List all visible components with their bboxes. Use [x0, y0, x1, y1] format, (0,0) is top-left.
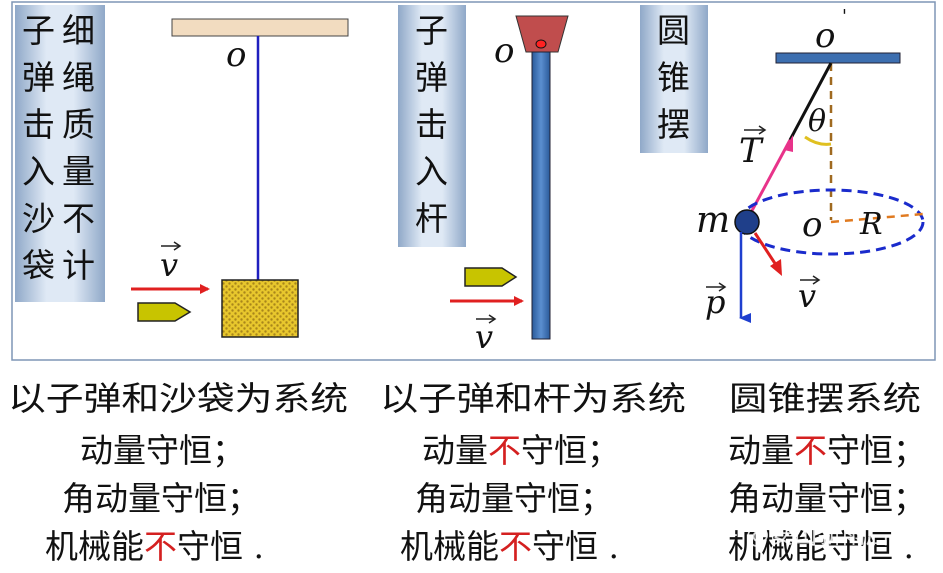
caption1-line1: 以子弹和沙袋为系统	[8, 379, 348, 418]
caption1-line3: 角动量守恒；	[62, 479, 260, 518]
label1-c2-5: 计	[62, 246, 95, 285]
pendulum-string	[788, 62, 833, 141]
tension-arrowhead	[784, 135, 793, 152]
angle-arc	[804, 135, 832, 146]
panel-bullet-sandbag: 子 弹 击 入 沙 袋 细 绳 质 量 不 计 o v	[15, 5, 349, 338]
caption3-line2: 动量不守恒；	[728, 431, 926, 470]
label3-2: 摆	[657, 105, 690, 144]
label1-c1-2: 击	[22, 105, 55, 144]
label1-c2-4: 不	[62, 199, 95, 238]
label-box-1	[15, 5, 105, 302]
orbit-ellipse	[737, 188, 925, 256]
label-box-2	[398, 5, 466, 247]
label3-1: 锥	[657, 58, 690, 97]
caption-column-2: 以子弹和杆为系统 动量不守恒； 角动量守恒； 机械能不守恒 .	[380, 379, 686, 566]
tension-T: T	[739, 131, 764, 171]
vector-bar-tip-v3	[812, 275, 821, 285]
top-pivot-o: o	[815, 16, 835, 56]
velocity-vector-3	[753, 232, 780, 269]
label1-c1-0: 子	[22, 11, 55, 50]
radius-line	[830, 212, 924, 224]
rod	[531, 51, 551, 340]
panel-conical-pendulum: 圆 锥 摆 o ' θ T o R m p	[640, 5, 925, 323]
caption2-line3: 角动量守恒；	[415, 479, 613, 518]
label2-3: 入	[415, 152, 448, 191]
velocity-v-1: v	[160, 246, 178, 284]
label1-c2-2: 质	[62, 105, 95, 144]
velocity-v-3: v	[798, 277, 816, 315]
ceiling-support	[171, 18, 349, 37]
velocity-arrowhead-3	[770, 259, 782, 276]
label1-c1-3: 入	[22, 152, 55, 191]
caption3-line4: 机械能守恒 .	[728, 527, 914, 566]
label1-c1-5: 袋	[22, 246, 55, 285]
label2-2: 击	[415, 105, 448, 144]
rod-pivot-pin	[535, 39, 547, 49]
label1-c2-1: 绳	[62, 58, 95, 97]
panel-bullet-rod: 子 弹 击 入 杆 o v	[398, 5, 569, 356]
momentum-p: p	[705, 283, 725, 321]
radius-R: R	[859, 207, 883, 242]
label1-c2-0: 细	[62, 11, 95, 50]
label1-c2-3: 量	[62, 152, 95, 191]
vector-bar-tip-T	[758, 125, 767, 135]
top-support-bar	[775, 52, 901, 64]
pivot-o-1: o	[226, 35, 246, 75]
mass-ball	[734, 209, 760, 235]
center-o: o	[802, 205, 822, 245]
vector-bar-tip-p	[718, 282, 727, 292]
mass-m: m	[696, 200, 730, 241]
pivot-o-2: o	[494, 31, 514, 71]
label3-0: 圆	[657, 11, 690, 50]
caption1-line2: 动量守恒；	[80, 431, 245, 470]
caption-column-3: 圆锥摆系统 动量不守恒； 角动量守恒； 机械能守恒 .	[728, 379, 926, 566]
vector-bar-tip-v1	[173, 241, 182, 251]
top-pivot-prime: '	[842, 6, 847, 27]
label2-0: 子	[415, 11, 448, 50]
rod-pivot-mount	[515, 15, 569, 53]
label2-4: 杆	[415, 199, 448, 238]
bullet-2	[464, 267, 518, 287]
label2-1: 弹	[415, 58, 448, 97]
vector-bar-tip-v2	[488, 314, 497, 324]
label1-c1-1: 弹	[22, 58, 55, 97]
angle-theta: θ	[808, 104, 826, 139]
label1-c1-4: 沙	[22, 199, 55, 238]
caption2-line1: 以子弹和杆为系统	[380, 379, 686, 418]
caption3-line3: 角动量守恒；	[728, 479, 926, 518]
caption1-line4: 机械能不守恒 .	[45, 527, 264, 566]
velocity-v-2: v	[475, 318, 493, 356]
sandbag	[221, 279, 299, 338]
watermark: 知乎 @安山新雨后	[690, 521, 890, 549]
caption3-line1: 圆锥摆系统	[729, 379, 921, 418]
bullet-1	[137, 302, 192, 322]
caption2-line2: 动量不守恒；	[422, 431, 620, 470]
label-box-3	[640, 5, 708, 153]
caption2-line4: 机械能不守恒 .	[400, 527, 619, 566]
caption-column-1: 以子弹和沙袋为系统 动量守恒； 角动量守恒； 机械能不守恒 .	[8, 379, 348, 566]
